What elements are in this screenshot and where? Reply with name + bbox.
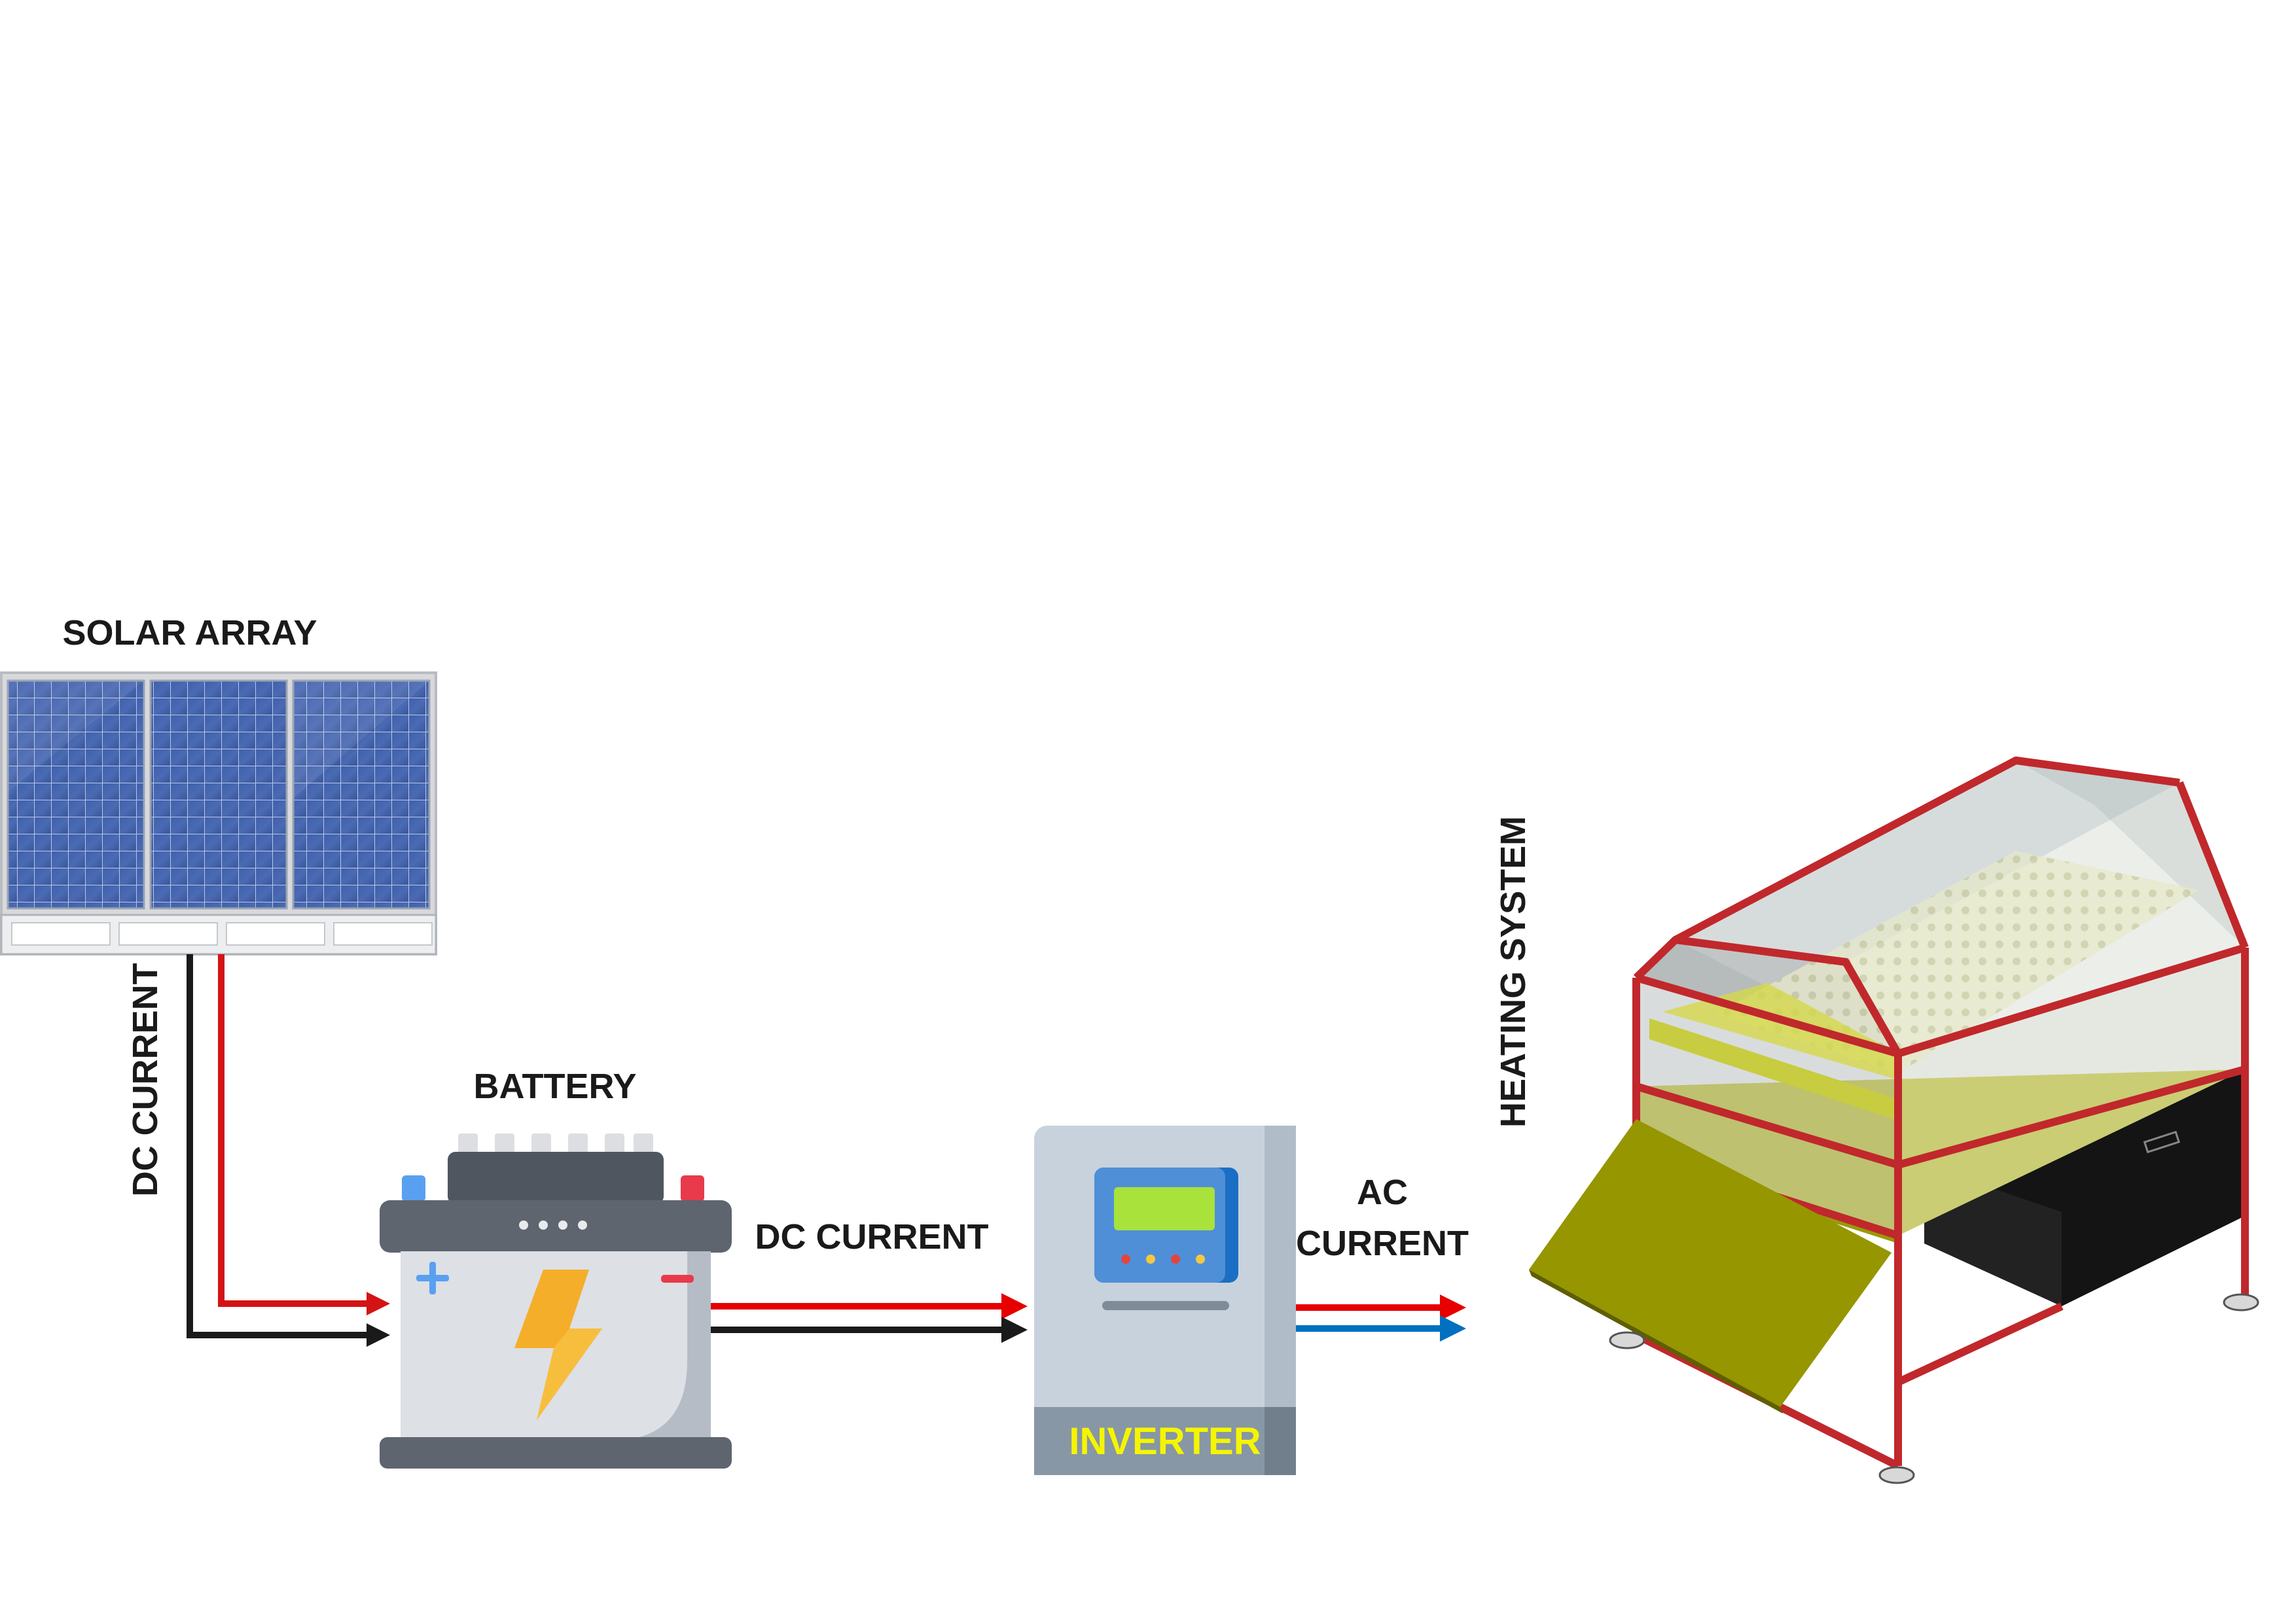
dc-wires-solar-to-battery bbox=[187, 954, 390, 1347]
heating-system-icon bbox=[1529, 757, 2259, 1484]
ac-wires-inverter-to-heater bbox=[1296, 1294, 1466, 1342]
inverter-icon bbox=[1034, 1126, 1296, 1475]
dc-current-horizontal-label: DC CURRENT bbox=[755, 1217, 989, 1257]
inverter-label: INVERTER bbox=[1069, 1420, 1261, 1463]
ac-current-label-line1: AC bbox=[1357, 1173, 1408, 1212]
dc-wires-battery-to-inverter bbox=[711, 1293, 1028, 1343]
dc-current-vertical-label: DC CURRENT bbox=[126, 963, 165, 1197]
solar-array-label: SOLAR ARRAY bbox=[62, 613, 317, 652]
heating-system-label: HEATING SYSTEM bbox=[1494, 816, 1533, 1128]
ac-current-label-line2: CURRENT bbox=[1296, 1224, 1469, 1263]
battery-icon bbox=[380, 1133, 732, 1469]
battery-label: BATTERY bbox=[474, 1067, 637, 1106]
solar-panel-icon bbox=[0, 671, 437, 955]
